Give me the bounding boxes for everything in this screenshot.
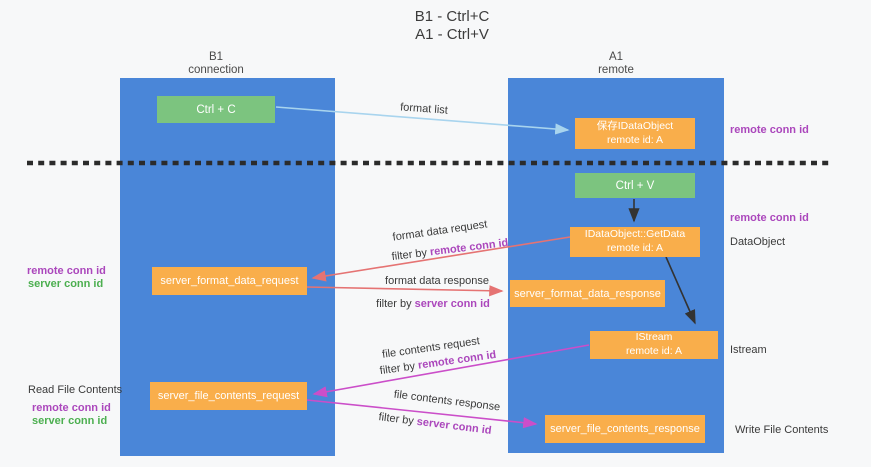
remote-conn-id-label-mid: remote conn id [730, 212, 809, 224]
format-data-response-label: format data response [385, 275, 489, 287]
right-column-name: A1 [608, 51, 624, 63]
title-line-2: A1 - Ctrl+V [415, 26, 489, 43]
save-dataobject-box: 保存IDataObject remote id: A [575, 118, 695, 149]
remote-conn-id-label-left2: remote conn id [32, 402, 111, 414]
left-column-header: B1 connection [156, 51, 276, 77]
getdata-line2: remote id: A [606, 242, 664, 254]
format-data-response-arrow [306, 285, 504, 297]
istream-line1: IStream [635, 331, 673, 344]
right-column-subtitle: remote [598, 64, 634, 76]
left-column-subtitle: connection [188, 64, 244, 76]
server-file-contents-request-box: server_file_contents_request [150, 382, 307, 410]
server-conn-id-label-left2: server conn id [32, 415, 108, 427]
istream-label: Istream [730, 344, 767, 356]
left-column-name: B1 [208, 51, 224, 63]
server-conn-id-ref: server conn id [414, 298, 490, 310]
diagram-title: B1 - Ctrl+C A1 - Ctrl+V [352, 8, 552, 44]
ctrl-v-box: Ctrl + V [575, 173, 695, 198]
remote-conn-id-label-top: remote conn id [730, 124, 809, 136]
server-format-data-response-box: server_format_data_response [510, 280, 665, 307]
save-dataobject-line1: 保存IDataObject [596, 119, 674, 132]
format-data-request-arrow [311, 236, 571, 282]
write-file-contents-label: Write File Contents [735, 424, 829, 436]
getdata-box: IDataObject::GetData remote id: A [570, 227, 700, 257]
file-contents-request-arrow [312, 344, 590, 398]
server-file-contents-response-box: server_file_contents_response [545, 415, 705, 443]
filter-by-server-conn-id-label-1: filter by server conn id [376, 298, 490, 310]
getdata-line1: IDataObject::GetData [584, 228, 686, 241]
istream-box: IStream remote id: A [590, 331, 718, 359]
format-list-arrow [275, 106, 570, 135]
read-file-contents-label: Read File Contents [28, 384, 123, 396]
server-format-data-request-box: server_format_data_request [152, 267, 307, 295]
remote-conn-id-label-left1: remote conn id [27, 265, 106, 277]
istream-line2: remote id: A [625, 345, 683, 357]
right-column-header: A1 remote [556, 51, 676, 77]
title-line-1: B1 - Ctrl+C [414, 8, 490, 25]
filter-by-text: filter by [376, 298, 415, 310]
ctrl-c-box: Ctrl + C [157, 96, 275, 123]
save-dataobject-line2: remote id: A [606, 133, 664, 146]
server-conn-id-label-left1: server conn id [28, 278, 104, 290]
dataobject-label: DataObject [730, 236, 786, 248]
file-contents-response-arrow [306, 399, 538, 429]
getdata-to-istream-arrow [665, 256, 696, 325]
